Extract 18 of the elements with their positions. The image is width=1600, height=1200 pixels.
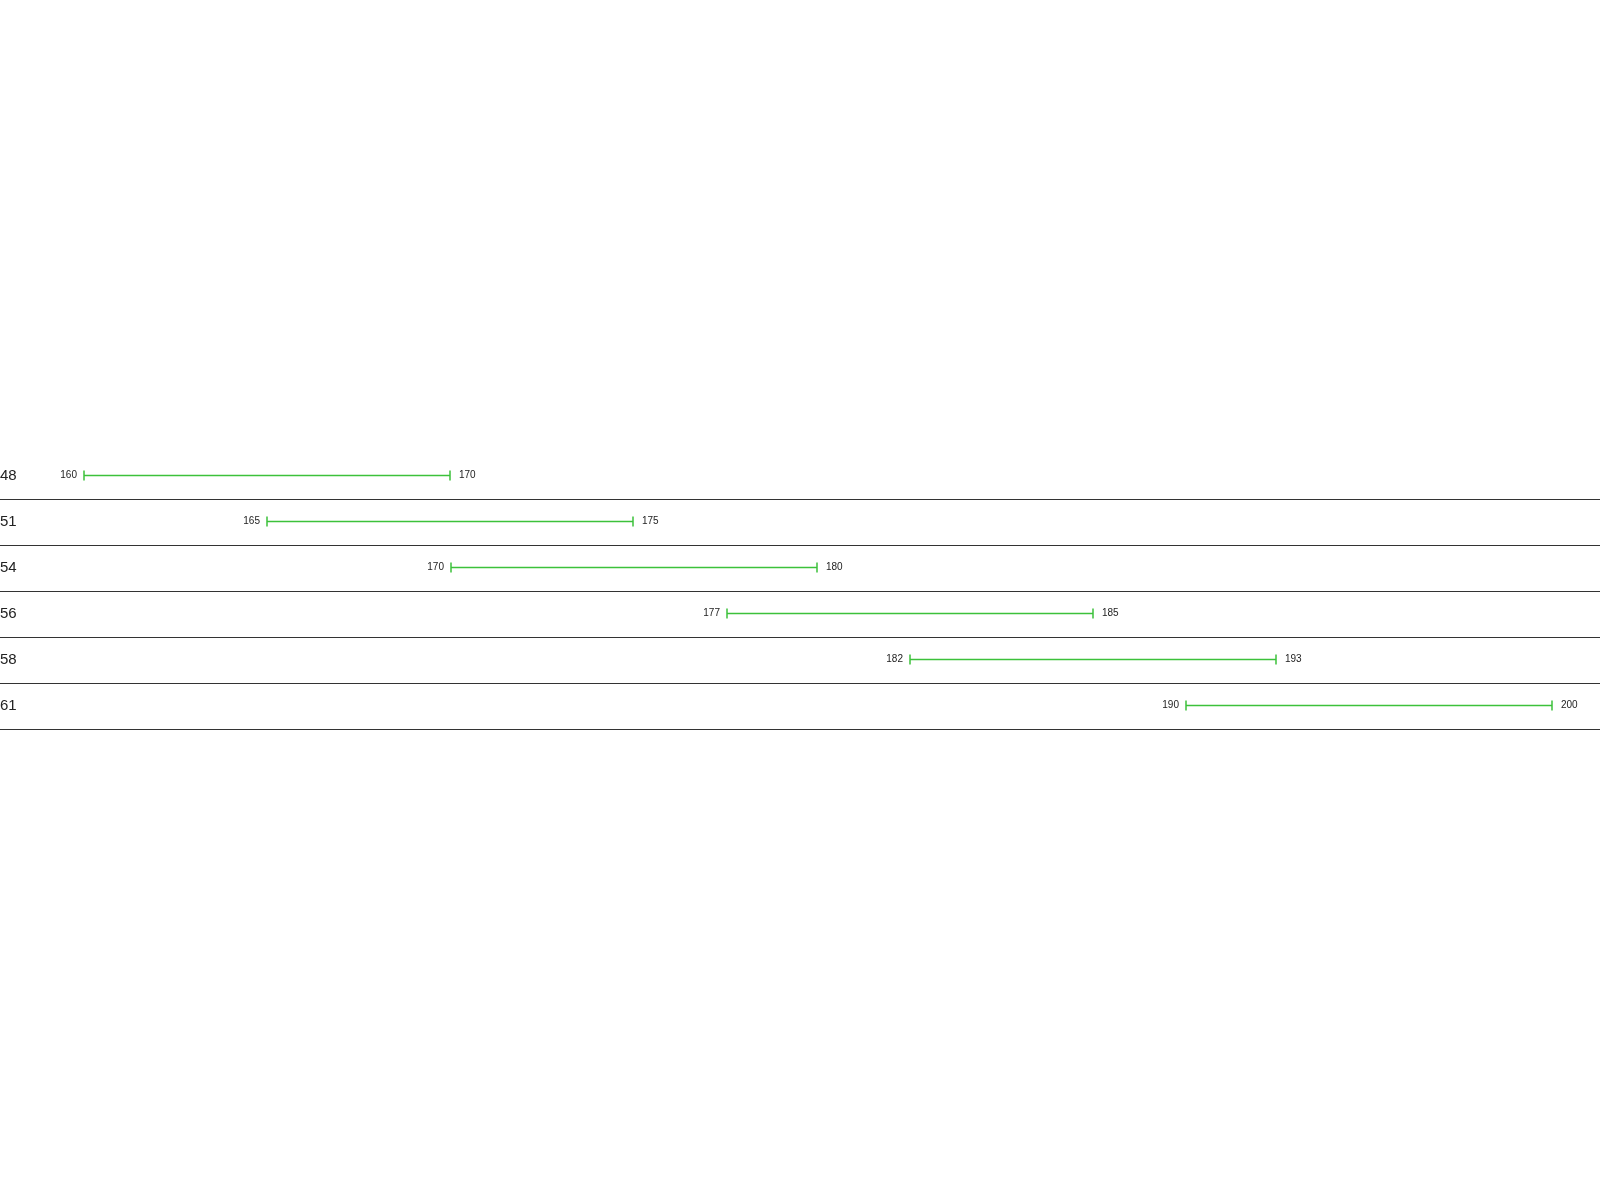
row-label: 51 [0, 512, 17, 530]
row-label: 56 [0, 604, 17, 622]
value-label: 170 [459, 469, 476, 481]
row-label: 58 [0, 650, 17, 668]
value-label: 170 [427, 561, 444, 573]
row-label: 48 [0, 466, 17, 484]
value-label: 160 [60, 469, 77, 481]
row-label: 54 [0, 558, 17, 576]
value-label: 175 [642, 515, 659, 527]
value-label: 180 [826, 561, 843, 573]
value-label: 185 [1102, 607, 1119, 619]
value-label: 200 [1561, 699, 1578, 711]
row-label: 61 [0, 696, 17, 714]
value-label: 190 [1162, 699, 1179, 711]
value-label: 182 [886, 653, 903, 665]
value-label: 177 [703, 607, 720, 619]
value-label: 193 [1285, 653, 1302, 665]
value-label: 165 [243, 515, 260, 527]
